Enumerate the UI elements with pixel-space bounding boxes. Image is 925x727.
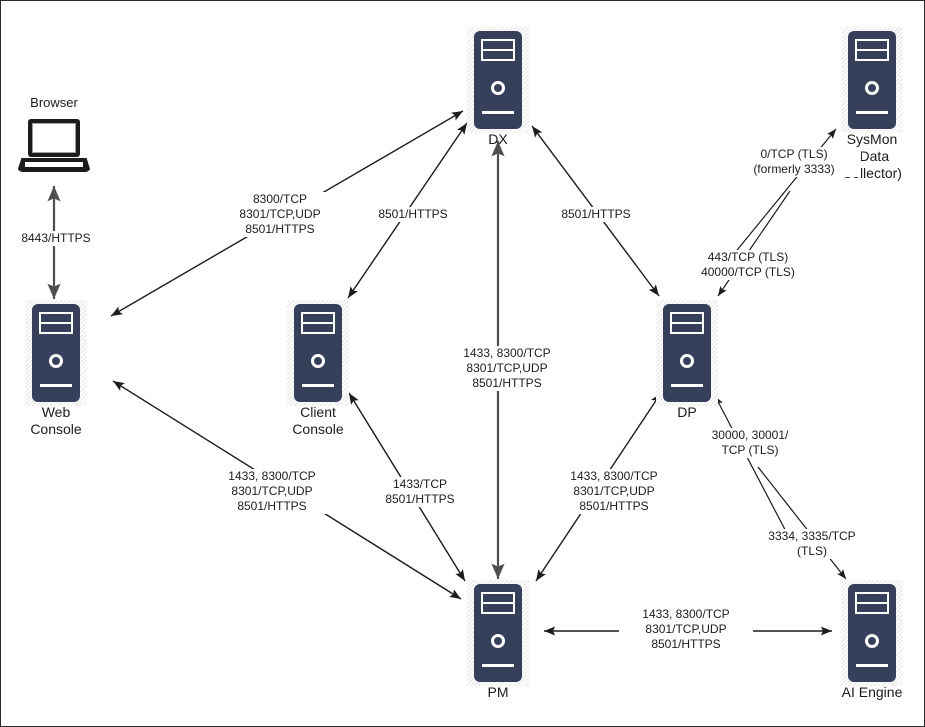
edge-label-dp-ai-engine: 3334, 3335/TCP (TLS)	[755, 529, 869, 559]
server-slot-icon	[40, 384, 72, 387]
server-slot-icon	[302, 384, 334, 387]
node-label-dp: DP	[677, 404, 697, 420]
edge-dp-ai-engine	[757, 466, 847, 580]
edge-label-dp-pm: 1433, 8300/TCP 8301/TCP,UDP 8501/HTTPS	[547, 469, 681, 514]
edge-label-web-console-dx: 8300/TCP 8301/TCP,UDP 8501/HTTPS	[213, 192, 347, 237]
server-slot-icon	[482, 664, 514, 667]
power-button-icon	[865, 634, 879, 648]
server-icon	[474, 584, 522, 682]
edge-label-sysmon-dp: 443/TCP (TLS) 40000/TCP (TLS)	[681, 250, 815, 280]
server-bays-icon	[301, 312, 335, 334]
edge-label-ai-engine-dp: 30000, 30001/ TCP (TLS)	[693, 428, 807, 458]
power-button-icon	[491, 81, 505, 95]
server-slot-icon	[482, 111, 514, 114]
edge-label-pm-ai-engine: 1433, 8300/TCP 8301/TCP,UDP 8501/HTTPS	[619, 607, 753, 652]
server-slot-icon	[671, 384, 703, 387]
server-bays-icon	[855, 39, 889, 61]
power-button-icon	[865, 81, 879, 95]
power-button-icon	[680, 354, 694, 368]
node-label-client-console: Client Console	[292, 404, 344, 437]
server-slot-icon	[856, 111, 888, 114]
server-icon	[848, 31, 896, 129]
edge-label-client-console-pm: 1433/TCP 8501/HTTPS	[368, 477, 472, 507]
power-button-icon	[49, 354, 63, 368]
server-bays-icon	[670, 312, 704, 334]
edge-label-browser-web-console: 8443/HTTPS	[1, 231, 111, 246]
edge-sysmon-dp	[717, 190, 791, 297]
server-bays-icon	[855, 592, 889, 614]
power-button-icon	[311, 354, 325, 368]
server-icon	[32, 304, 80, 402]
edge-label-dx-dp: 8501/HTTPS	[541, 207, 651, 222]
laptop-base-icon	[17, 158, 91, 172]
power-button-icon	[491, 634, 505, 648]
server-bays-icon	[481, 39, 515, 61]
node-label-pm: PM	[487, 684, 509, 700]
edge-label-dx-pm: 1433, 8300/TCP 8301/TCP,UDP 8501/HTTPS	[440, 346, 574, 391]
server-bays-icon	[39, 312, 73, 334]
server-icon	[663, 304, 711, 402]
laptop-icon	[28, 119, 80, 157]
node-label-browser: Browser	[30, 95, 78, 110]
server-icon	[848, 584, 896, 682]
server-slot-icon	[856, 664, 888, 667]
server-icon	[474, 31, 522, 129]
node-label-web-console: Web Console	[30, 404, 82, 437]
edge-ai-engine-dp	[714, 395, 792, 542]
edge-label-client-console-dx: 8501/HTTPS	[358, 207, 468, 222]
server-bays-icon	[481, 592, 515, 614]
node-label-dx: DX	[488, 131, 508, 147]
server-icon	[294, 304, 342, 402]
edge-label-web-console-pm: 1433, 8300/TCP 8301/TCP,UDP 8501/HTTPS	[205, 469, 339, 514]
edge-label-dp-sysmon: 0/TCP (TLS) (formerly 3333)	[727, 147, 861, 177]
node-label-ai-engine: AI Engine	[841, 684, 903, 700]
